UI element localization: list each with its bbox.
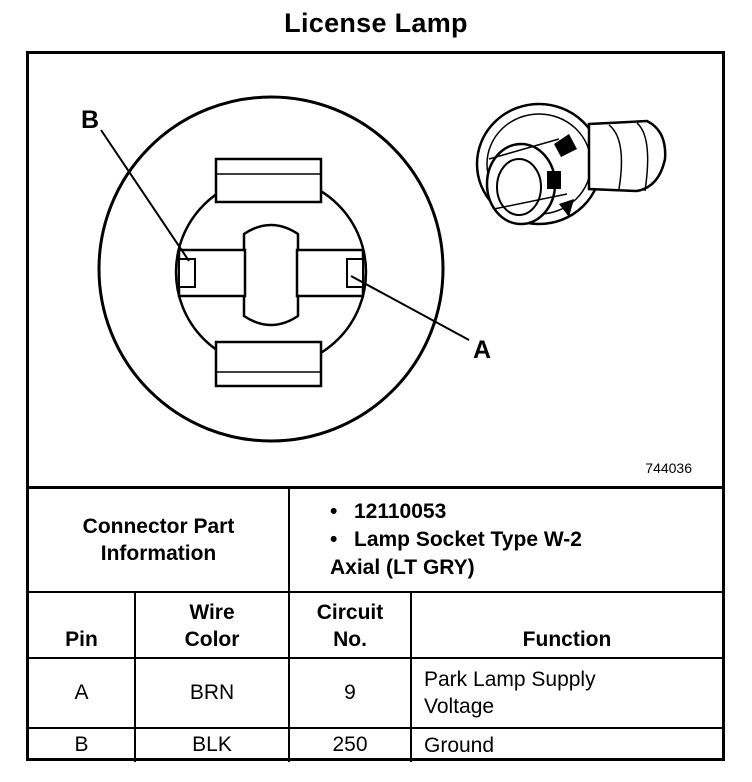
function-cell: Park Lamp Supply Voltage	[410, 656, 722, 729]
callout-b: B	[81, 106, 100, 134]
leader-line-b	[100, 129, 190, 262]
connector-face-drawing	[97, 95, 667, 443]
connector-table: Connector Part Information 12110053 Lamp…	[29, 486, 722, 762]
header-function: Function	[410, 590, 722, 659]
center-keyway	[242, 223, 300, 327]
header-circuit-no: Circuit No.	[288, 590, 412, 659]
connector-outer-ring	[97, 95, 445, 443]
diagram-frame: B A 744036 Connector Part Information 12…	[26, 51, 725, 762]
bottom-locking-tab	[214, 340, 323, 388]
connector-illustration: B A 744036	[29, 54, 722, 486]
wire-color-cell: BLK	[134, 726, 290, 762]
column-header-row: Pin Wire Color Circuit No. Function	[29, 590, 722, 659]
leader-line-a	[350, 275, 470, 341]
circuit-cell: 250	[288, 726, 412, 762]
callout-a: A	[473, 336, 492, 364]
function-cell: Ground	[410, 726, 722, 762]
figure-number: 744036	[645, 460, 692, 476]
top-locking-tab	[214, 157, 323, 204]
part-info-label: Connector Part Information	[29, 486, 290, 593]
diagram-title: License Lamp	[284, 8, 468, 38]
table-row: B BLK 250 Ground	[29, 726, 722, 762]
part-info-row: Connector Part Information 12110053 Lamp…	[29, 486, 722, 593]
lamp-socket-sketch	[475, 102, 667, 226]
table-row: A BRN 9 Park Lamp Supply Voltage	[29, 656, 722, 729]
header-wire-color: Wire Color	[134, 590, 290, 659]
circuit-cell: 9	[288, 656, 412, 729]
pin-cell: B	[29, 726, 136, 762]
part-number: 12110053	[330, 498, 722, 526]
wire-color-cell: BRN	[134, 656, 290, 729]
header-pin: Pin	[29, 590, 136, 659]
pin-cell: A	[29, 656, 136, 729]
